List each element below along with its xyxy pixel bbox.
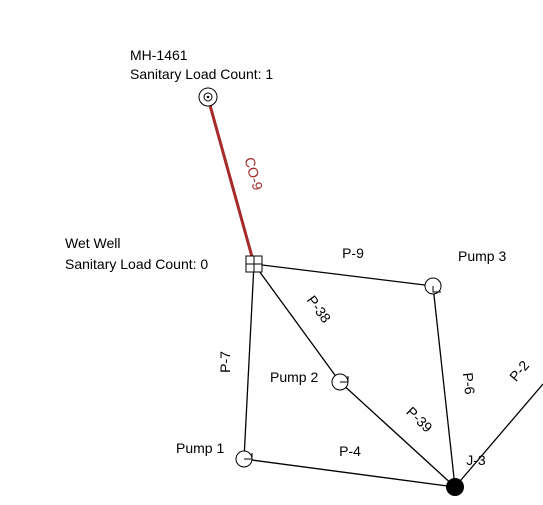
pipe-p-2-label: P-2 <box>506 357 532 384</box>
pipe-p-9[interactable] <box>253 263 434 287</box>
pump-2-label: Pump 2 <box>270 369 318 385</box>
conduit-co-9-label: CO-9 <box>242 155 267 192</box>
conduit-co-9[interactable] <box>206 97 256 265</box>
pipe-p-38-label: P-38 <box>304 292 334 326</box>
pipe-p-6-label: P-6 <box>460 372 478 396</box>
pipe-p-7-label: P-7 <box>217 351 233 373</box>
wet-well-load-label: Sanitary Load Count: 0 <box>65 256 208 272</box>
pump-2-icon[interactable] <box>331 373 349 391</box>
pipe-p-2[interactable] <box>454 383 543 488</box>
manhole-load-label: Sanitary Load Count: 1 <box>130 66 273 82</box>
pipe-p-6[interactable] <box>432 285 456 488</box>
pipe-p-38[interactable] <box>253 263 341 383</box>
pipe-p-4-label: P-4 <box>339 443 361 459</box>
pump-3-label: Pump 3 <box>458 248 506 264</box>
manhole-icon[interactable] <box>198 87 218 107</box>
junction-icon[interactable] <box>446 478 464 496</box>
pipe-p-7[interactable] <box>243 263 255 460</box>
pipe-p-39-label: P-39 <box>403 403 436 435</box>
pipe-p-9-label: P-9 <box>342 245 364 261</box>
wet-well-name-label: Wet Well <box>65 235 121 251</box>
pipe-p-4[interactable] <box>243 458 456 488</box>
pump-1-label: Pump 1 <box>176 440 224 456</box>
pump-1-icon[interactable] <box>235 450 253 468</box>
junction-label: J-3 <box>466 452 486 468</box>
pump-3-icon[interactable] <box>424 277 442 295</box>
pipe-p-39[interactable] <box>339 381 456 488</box>
wet-well-icon[interactable] <box>245 255 263 273</box>
manhole-name-label: MH-1461 <box>130 47 188 63</box>
